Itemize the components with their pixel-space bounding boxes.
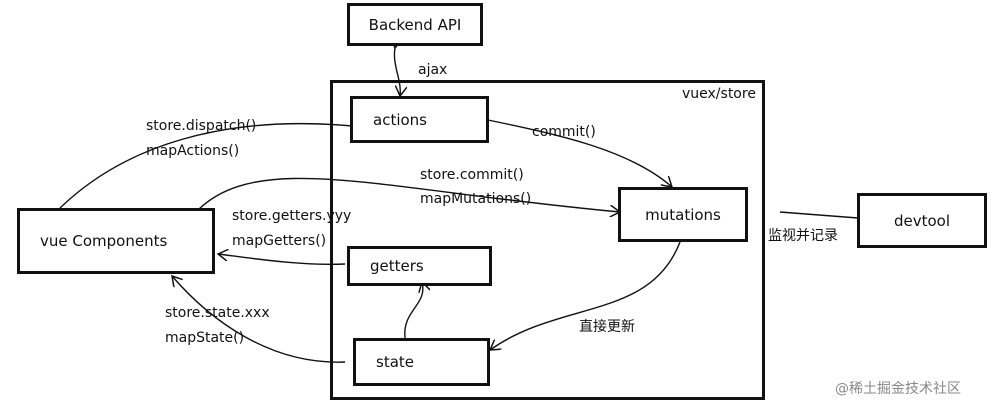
edge-label-store-state: store.state.xxx [165,305,270,321]
edge-components-mutations [197,177,620,212]
edge-label-monitor: 监视并记录 [768,228,838,244]
vue-components-node: vue Components [17,208,215,274]
edge-backend-actions [394,48,400,96]
watermark: @稀土掘金技术社区 [835,381,961,397]
mutations-node: mutations [618,187,748,242]
edge-label-direct-update: 直接更新 [579,319,635,335]
edge-label-map-state: mapState() [165,330,245,346]
backend-api-node: Backend API [347,3,483,46]
edge-label-store-commit: store.commit() [420,167,524,183]
edge-mutations-devtool [779,211,859,219]
edge-mutations-state [490,241,681,350]
container-label: vuex/store [682,86,756,102]
edge-label-store-getters: store.getters.yyy [232,208,352,224]
vuex-store-container [330,80,765,400]
edge-state-components [172,276,346,363]
edge-label-dispatch: store.dispatch() [146,118,257,134]
edge-label-commit: commit() [532,124,596,140]
devtool-node: devtool [857,193,987,248]
edge-state-getters [404,282,423,339]
actions-node: actions [350,96,489,143]
edge-label-map-getters: mapGetters() [232,233,327,249]
edge-label-map-actions: mapActions() [146,143,240,159]
edge-actions-mutations [487,119,672,187]
edge-components-actions [59,124,372,209]
edge-label-map-mutations: mapMutations() [420,191,532,207]
getters-node: getters [347,246,492,286]
edge-getters-components [218,254,346,265]
edge-label-ajax: ajax [418,62,448,78]
state-node: state [353,338,490,386]
